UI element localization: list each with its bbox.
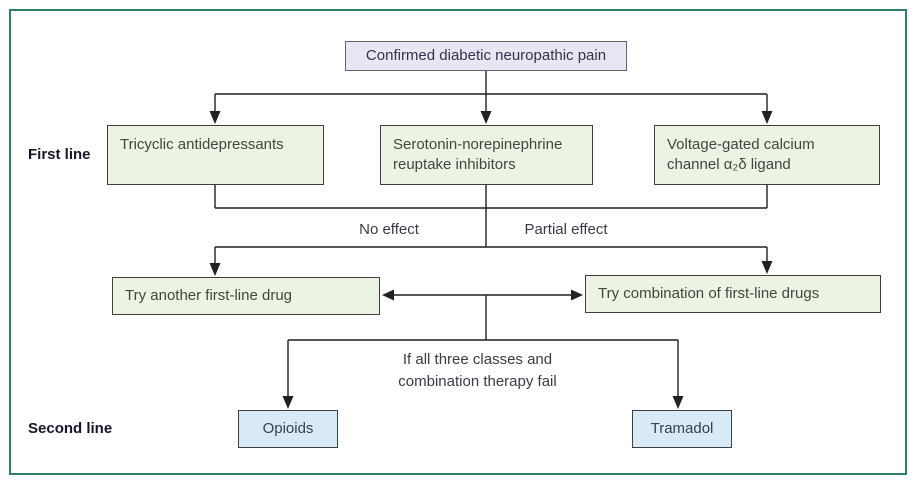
node-try-combination-label: Try combination of first-line drugs [598,285,820,302]
node-try-another-drug: Try another first-line drug [112,277,380,315]
node-tramadol-label: Tramadol [650,420,714,437]
second-line-row-label: Second line [28,420,113,437]
node-vgcc-ligand-label: Voltage-gated calcium channel α₂δ ligand [667,136,815,173]
fail-note-label: If all three classes and combination the… [398,351,557,390]
outer-frame [9,9,907,475]
no-effect-label: No effect [359,221,419,238]
node-try-another-drug-label: Try another first-line drug [125,287,293,304]
node-tramadol: Tramadol [632,410,732,448]
node-opioids-label: Opioids [262,420,314,437]
node-snri: Serotonin-norepinephrine reuptake inhibi… [380,125,593,185]
node-vgcc-ligand: Voltage-gated calcium channel α₂δ ligand [654,125,880,185]
node-snri-label: Serotonin-norepinephrine reuptake inhibi… [393,136,563,173]
node-try-combination: Try combination of first-line drugs [585,275,881,313]
partial-effect-label: Partial effect [524,221,608,238]
node-confirmed-pain-label: Confirmed diabetic neuropathic pain [365,47,607,64]
node-tricyclic-antidepressants: Tricyclic antidepressants [107,125,324,185]
node-opioids: Opioids [238,410,338,448]
node-confirmed-pain: Confirmed diabetic neuropathic pain [345,41,627,71]
first-line-row-label: First line [28,146,91,163]
node-tricyclic-antidepressants-label: Tricyclic antidepressants [120,136,284,153]
